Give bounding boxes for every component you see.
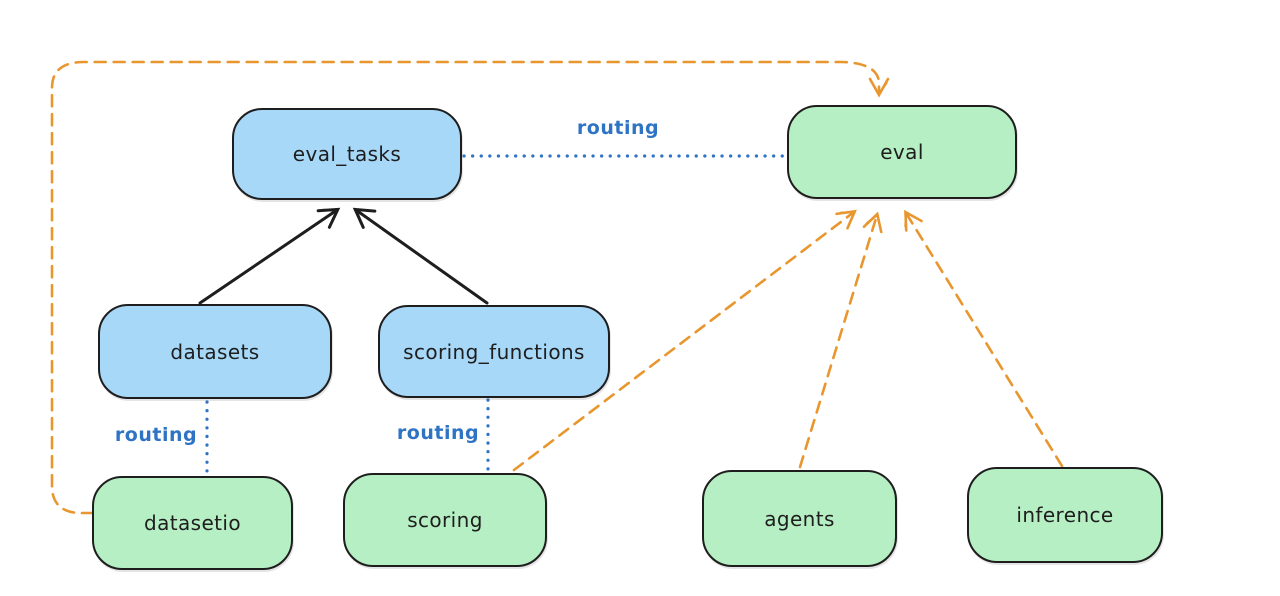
node-agents-label: agents xyxy=(764,506,835,531)
routing-label-scoring-functions-scoring: routing xyxy=(396,422,480,444)
edge-inference-to-eval xyxy=(904,209,1064,468)
edge-scoring-to-eval xyxy=(512,209,857,472)
node-scoring-functions-label: scoring_functions xyxy=(403,339,585,364)
node-scoring: scoring xyxy=(343,473,547,567)
node-datasets-label: datasets xyxy=(170,339,260,364)
edge-datasets-to-eval_tasks xyxy=(198,207,341,305)
edge-datasetio-to-eval xyxy=(50,60,890,515)
node-eval-label: eval xyxy=(880,140,924,164)
node-eval-tasks: eval_tasks xyxy=(232,108,462,200)
node-scoring-functions: scoring_functions xyxy=(378,305,610,398)
edge-agents-to-eval xyxy=(798,211,883,469)
node-eval: eval xyxy=(787,105,1017,199)
node-datasets: datasets xyxy=(98,304,332,399)
edge-scoring_functions-to-eval_tasks xyxy=(352,207,489,305)
node-inference: inference xyxy=(967,467,1163,563)
node-inference-label: inference xyxy=(1016,503,1114,527)
node-scoring-label: scoring xyxy=(407,508,483,532)
node-datasetio: datasetio xyxy=(92,476,293,570)
routing-label-datasets-datasetio: routing xyxy=(114,424,198,446)
node-eval-tasks-label: eval_tasks xyxy=(292,142,402,166)
routing-label-eval-tasks-eval: routing xyxy=(576,117,660,139)
node-datasetio-label: datasetio xyxy=(143,511,241,535)
node-agents: agents xyxy=(702,470,897,567)
